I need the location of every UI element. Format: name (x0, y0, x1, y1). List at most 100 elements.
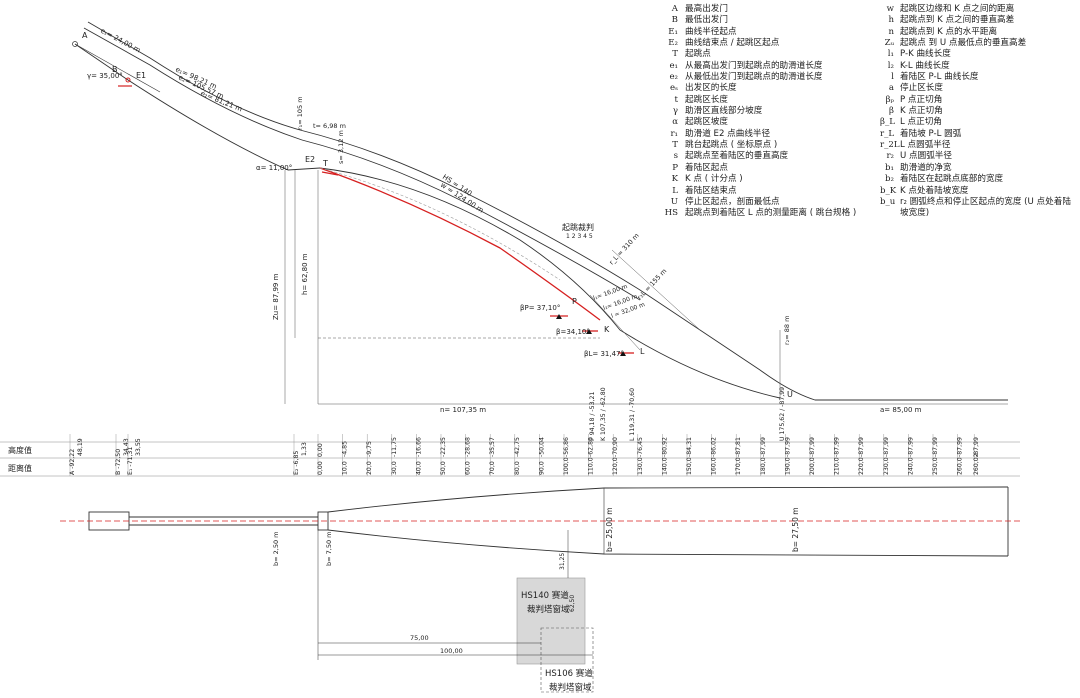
label-l: L (640, 347, 645, 356)
label-beta-l: βL= 31,47° (584, 350, 624, 358)
legend-description: 曲线半径起点 (685, 26, 737, 37)
legend-description: 起跳点到着陆区 L 点的测量距离 ( 跳台规格 ) (685, 208, 857, 219)
legend-symbol: r₂ (886, 151, 894, 162)
legend-description: 助滑道 E2 点曲线半径 (685, 128, 771, 139)
legend-symbol: w (886, 4, 894, 14)
special-height: E₁ -71,31 (127, 447, 134, 475)
u-mark: U 175,62 / -87,99 (779, 387, 786, 441)
label-b2: b= 7,50 m (325, 531, 333, 566)
distance-value: 190,0 (784, 457, 791, 475)
legend-symbol: n (888, 26, 894, 37)
legend-symbol: b_K (880, 185, 897, 196)
legend-description: K 点处着陆坡宽度 (900, 185, 969, 196)
height-value: -87,99 (907, 437, 914, 457)
legend-symbol: e₂ (669, 72, 678, 83)
height-value: -87,99 (809, 437, 816, 457)
distance-value: 50,0 (440, 461, 447, 475)
label-beta-p: βP= 37,10° (520, 304, 560, 312)
k-mark: K 107,35 / -62,80 (600, 387, 607, 441)
legend-symbol: e₁ (669, 60, 678, 71)
legend-description: 起跳区边缘和 K 点之间的距离 (900, 4, 1015, 14)
legend-symbol: T (672, 140, 678, 151)
distance-value: 100,0 (563, 457, 570, 475)
legend-symbol: Zᵤ (884, 38, 894, 49)
legend-symbol: r_L (880, 128, 895, 139)
height-value: -50,04 (538, 437, 545, 457)
special-height: B -72,50 (115, 449, 122, 475)
label-b1: b= 2,50 m (272, 531, 280, 566)
height-value: -87,99 (834, 437, 841, 457)
legend-symbol: r_2L (880, 140, 900, 151)
label-dim75: 75,00 (410, 634, 429, 642)
plan-labels: b= 2,50 m b= 7,50 m b= 25,00 m b= 27,50 … (272, 507, 800, 693)
legend-description: K 点正切角 (900, 106, 943, 117)
distance-value: 40,0 (415, 461, 422, 475)
distance-value: 160,0 (711, 457, 718, 475)
distance-value: 150,0 (686, 457, 693, 475)
legend-symbol: E₁ (668, 26, 678, 37)
legend-description: 曲线结束点 / 起跳区起点 (685, 38, 780, 49)
height-value: -62,80 (588, 437, 595, 457)
legend-description: P 点正切角 (900, 94, 943, 105)
label-alpha: α= 11,00° (256, 164, 292, 172)
legend-symbol: HS (664, 208, 678, 219)
special-height: E₂ -6,85 (293, 451, 300, 475)
height-value: -22,35 (440, 437, 447, 457)
legend-symbol: β_L (880, 117, 895, 128)
distance-value: 10,0 (342, 461, 349, 475)
distance-value: 260,0 (957, 457, 964, 475)
legend-description: 起跳点 到 U 点最低点的垂直高差 (900, 38, 1027, 49)
legend-description: 跳台起跳点 ( 坐标原点 ) (685, 140, 778, 151)
legend-description: 着陆区在起跳点底部的宽度 (900, 174, 1004, 185)
distance-value: 110,0 (588, 457, 595, 475)
special-distance: 34,43 (123, 438, 130, 456)
legend-symbol: t (674, 94, 678, 105)
height-value: -11,75 (391, 437, 398, 457)
legend-row: Zᵤ 起跳点 到 U 点最低点的垂直高差 (880, 38, 1078, 49)
label-judge-nums: 1 2 3 4 5 (566, 233, 593, 240)
distance-value: 0,00 (317, 461, 324, 475)
distance-value: 210,0 (834, 457, 841, 475)
label-judges: 起跳裁判 (562, 222, 594, 232)
distance-value: 240,0 (907, 457, 914, 475)
legend-row: T 跳台起跳点 ( 坐标原点 ) (652, 140, 892, 151)
label-d1: 31,25 (559, 553, 566, 570)
legend-description: 出发区的长度 (685, 83, 737, 94)
special-distance: 33,55 (135, 438, 142, 456)
legend-symbol: b_u (880, 196, 896, 207)
distance-value: 250,0 (932, 457, 939, 475)
legend-symbol: α (672, 117, 678, 128)
label-d2: 62,50 (569, 595, 576, 612)
legend-symbol: γ (672, 106, 678, 117)
legend-description: 最低出发门 (685, 15, 728, 26)
distance-value: 80,0 (514, 461, 521, 475)
height-value: -56,86 (563, 437, 570, 457)
legend-symbol: l₁ (887, 49, 894, 60)
legend-symbol: l (891, 72, 894, 83)
p-mark: P 94,18 / -53,21 (589, 392, 596, 441)
legend-symbol: T (672, 49, 678, 60)
hs106-line2: 裁判塔窗域 (549, 682, 592, 693)
legend-row: HS 起跳点到着陆区 L 点的测量距离 ( 跳台规格 ) (652, 208, 892, 219)
label-n: n= 107,35 m (440, 406, 486, 414)
legend-description: L 点圆弧半径 (900, 140, 951, 151)
distance-value: 60,0 (465, 461, 472, 475)
